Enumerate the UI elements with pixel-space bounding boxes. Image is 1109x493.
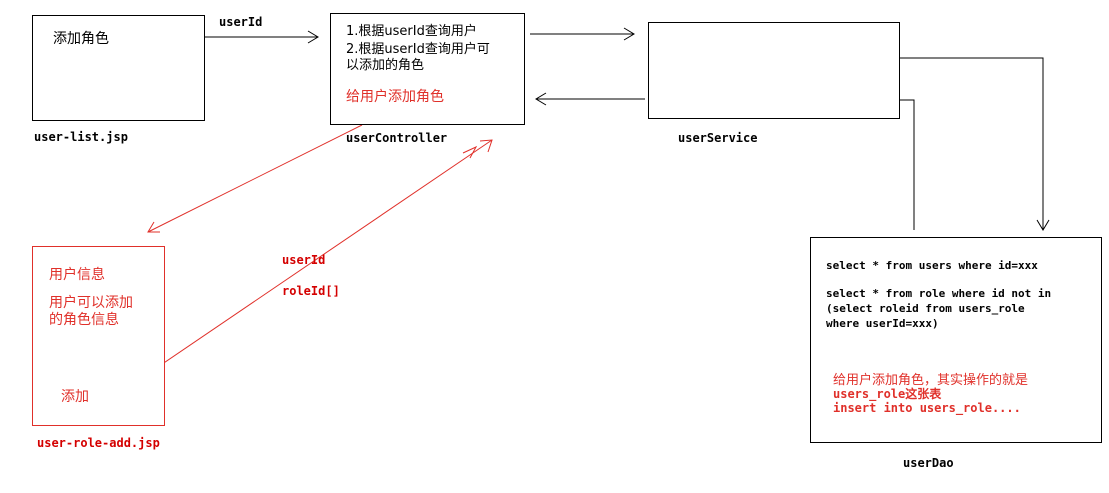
dao-note-1: 给用户添加角色，其实操作的就是 bbox=[833, 373, 1029, 388]
arrow-list-to-controller bbox=[205, 30, 319, 44]
arrow-service-to-controller bbox=[535, 92, 645, 106]
role-add-submit-button[interactable]: 添加 bbox=[61, 389, 89, 405]
arrow-controller-to-service bbox=[530, 27, 635, 41]
user-list-box: 添加角色 bbox=[32, 15, 205, 121]
user-list-caption: user-list.jsp bbox=[34, 130, 128, 144]
user-controller-caption: userController bbox=[346, 131, 448, 145]
user-dao-caption: userDao bbox=[903, 456, 954, 470]
controller-red-note: 给用户添加角色 bbox=[346, 89, 444, 105]
user-service-box bbox=[648, 22, 900, 119]
user-service-caption: userService bbox=[678, 131, 758, 145]
dao-note-2: users_role这张表 bbox=[833, 387, 942, 401]
role-add-line-2: 用户可以添加 bbox=[49, 295, 133, 311]
arrow-controller-to-role-add bbox=[147, 124, 363, 233]
edge-label-userid: userId bbox=[219, 15, 263, 29]
role-add-line-3: 的角色信息 bbox=[49, 312, 119, 328]
user-controller-box: 1.根据userId查询用户 2.根据userId查询用户可 以添加的角色 给用… bbox=[330, 13, 525, 125]
user-dao-box: select * from users where id=xxx select … bbox=[810, 237, 1102, 443]
dao-note-3: insert into users_role.... bbox=[833, 401, 1021, 415]
controller-line-3: 以添加的角色 bbox=[346, 58, 425, 73]
controller-line-1: 1.根据userId查询用户 bbox=[346, 24, 477, 39]
controller-line-2: 2.根据userId查询用户可 bbox=[346, 42, 490, 57]
dao-sql-1: select * from users where id=xxx bbox=[826, 259, 1038, 272]
dao-sql-2c: where userId=xxx) bbox=[826, 317, 939, 330]
user-role-add-box: 用户信息 用户可以添加 的角色信息 添加 bbox=[32, 246, 165, 426]
dao-sql-2a: select * from role where id not in bbox=[826, 287, 1052, 300]
dao-sql-2b: (select roleid from users_role bbox=[826, 302, 1025, 315]
arrow-service-to-dao bbox=[900, 57, 1050, 231]
user-role-add-caption: user-role-add.jsp bbox=[37, 436, 160, 450]
role-add-line-1: 用户信息 bbox=[49, 267, 105, 283]
edge-label-userid-red: userId bbox=[282, 253, 326, 267]
add-role-link[interactable]: 添加角色 bbox=[53, 31, 109, 47]
arrow-role-add-to-controller bbox=[123, 139, 493, 391]
edge-label-roleids: roleId[] bbox=[282, 284, 340, 298]
